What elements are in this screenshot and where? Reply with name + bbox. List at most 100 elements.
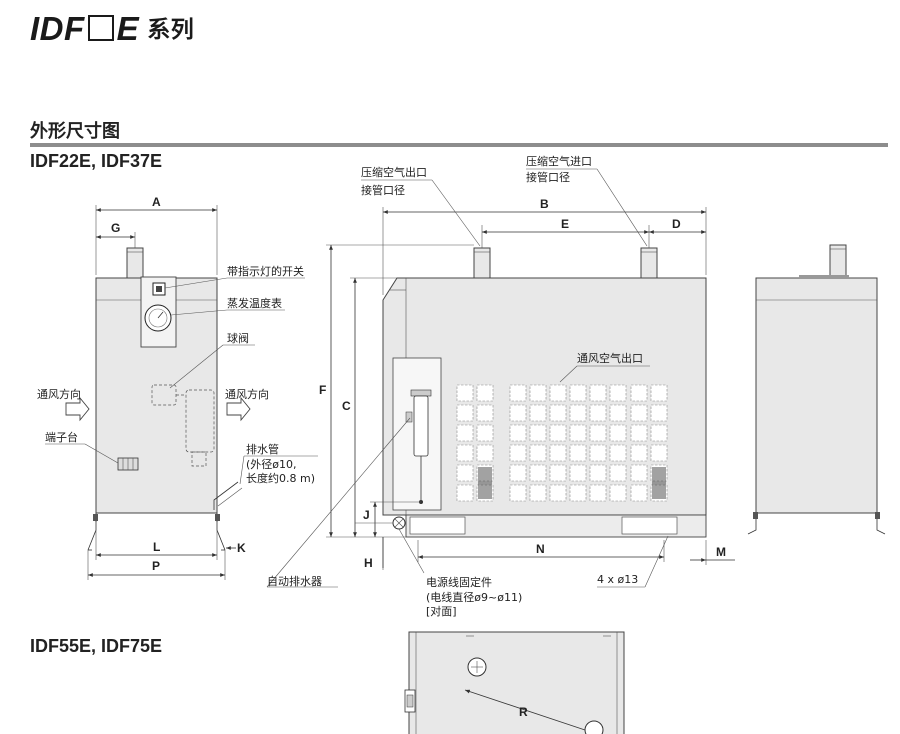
rear-view <box>747 244 886 535</box>
dim-j: J <box>363 508 370 522</box>
dim-d: D <box>672 217 681 231</box>
vent-cell <box>630 444 648 462</box>
vent-cell <box>569 444 587 462</box>
dim-m: M <box>716 545 726 559</box>
label-cable-fixing: 电源线固定件 <box>426 575 492 589</box>
vent-cell <box>476 404 494 422</box>
series-suffix: E <box>116 10 140 47</box>
vent-cell <box>529 384 547 402</box>
label-auto-drain: 自动排水器 <box>267 574 322 588</box>
vent-cell <box>630 404 648 422</box>
vent-cell <box>589 464 607 482</box>
front-view <box>65 247 251 551</box>
vent-cell <box>529 424 547 442</box>
model-heading-second: IDF55E, IDF75E <box>30 636 163 656</box>
vent-cell <box>549 404 567 422</box>
dim-g: G <box>111 221 120 235</box>
label-outlet-line1: 压缩空气出口 <box>361 165 427 179</box>
dim-k: K <box>237 541 246 555</box>
drain-pipe <box>213 481 239 510</box>
front-dimensions: A G L P K <box>87 195 246 580</box>
vent-cell <box>569 484 587 502</box>
auto-drain-filter <box>413 395 429 457</box>
vent-cell <box>549 424 567 442</box>
series-prefix: IDF <box>30 10 85 47</box>
label-inlet-line1: 压缩空气进口 <box>526 154 592 168</box>
label-switch-indicator: 带指示灯的开关 <box>227 264 304 278</box>
vent-cell <box>476 444 494 462</box>
vent-cell <box>609 424 627 442</box>
side-view <box>382 247 707 538</box>
section-header: 外形尺寸图 <box>30 115 888 147</box>
vent-cell <box>456 384 474 402</box>
vent-cell <box>549 384 567 402</box>
second-cabinet <box>408 631 625 734</box>
vent-cell <box>549 444 567 462</box>
vent-cell <box>456 424 474 442</box>
dim-n: N <box>536 542 545 556</box>
vent-cell <box>529 404 547 422</box>
label-drain-pipe: 排水管 <box>246 442 279 456</box>
dim-p: P <box>152 559 160 573</box>
dim-h: H <box>364 556 373 570</box>
section-title: 外形尺寸图 <box>30 121 120 142</box>
vent-cell <box>589 424 607 442</box>
vent-cell <box>509 384 527 402</box>
airflow-arrow-left-icon <box>65 396 90 422</box>
model-heading-first: IDF22E, IDF37E <box>30 151 163 171</box>
label-holes: 4 x ø13 <box>597 573 638 586</box>
ventilation-grid <box>456 384 668 502</box>
vent-cell <box>476 424 494 442</box>
label-drain-spec2: 长度约0.8 m) <box>246 471 315 485</box>
vent-cell <box>609 404 627 422</box>
vent-cell <box>630 384 648 402</box>
vent-cell <box>456 404 474 422</box>
vent-cell <box>509 484 527 502</box>
label-evaporator-gauge: 蒸发温度表 <box>227 296 282 310</box>
rear-cabinet <box>755 277 878 514</box>
rear-port <box>829 244 847 279</box>
dim-e: E <box>561 217 569 231</box>
label-airflow-left: 通风方向 <box>37 387 81 401</box>
vent-cell <box>569 384 587 402</box>
vent-cell <box>589 484 607 502</box>
vent-cell <box>529 484 547 502</box>
vent-cell <box>630 484 648 502</box>
label-drain-spec1: (外径ø10, <box>246 458 297 471</box>
vent-cell <box>529 444 547 462</box>
vent-cell <box>569 404 587 422</box>
vent-cell <box>456 484 474 502</box>
port-circle-b <box>584 720 604 734</box>
dim-c: C <box>342 399 351 413</box>
vent-cell <box>589 404 607 422</box>
vent-cell <box>509 464 527 482</box>
dim-l: L <box>153 540 160 554</box>
vent-cell <box>456 464 474 482</box>
label-ventilation-outlet: 通风空气出口 <box>577 351 643 365</box>
series-word: 系列 <box>147 16 195 42</box>
vent-cell <box>609 464 627 482</box>
vent-cell <box>509 444 527 462</box>
vent-cell <box>569 464 587 482</box>
side-outlet-port <box>473 247 491 279</box>
vent-cell <box>509 404 527 422</box>
vent-cell <box>456 444 474 462</box>
vent-cell <box>650 384 668 402</box>
side-dimensions: B E D F C J H N M <box>319 197 735 570</box>
side-callouts: 压缩空气出口 接管口径 压缩空气进口 接管口径 通风空气出口 自动排水器 电源线… <box>266 154 669 618</box>
label-outlet-line2: 接管口径 <box>361 183 405 197</box>
airflow-arrow-right-icon <box>226 396 251 422</box>
vent-cell <box>549 484 567 502</box>
vent-cell <box>650 444 668 462</box>
filter-hidden <box>185 389 215 453</box>
vent-cell <box>476 384 494 402</box>
vent-cell <box>630 464 648 482</box>
vent-cell <box>609 384 627 402</box>
label-terminal-block: 端子台 <box>45 430 78 444</box>
dim-b: B <box>540 197 549 211</box>
label-ball-valve: 球阀 <box>227 331 249 345</box>
vent-cell <box>630 424 648 442</box>
label-inlet-line2: 接管口径 <box>526 170 570 184</box>
vent-cell <box>529 464 547 482</box>
